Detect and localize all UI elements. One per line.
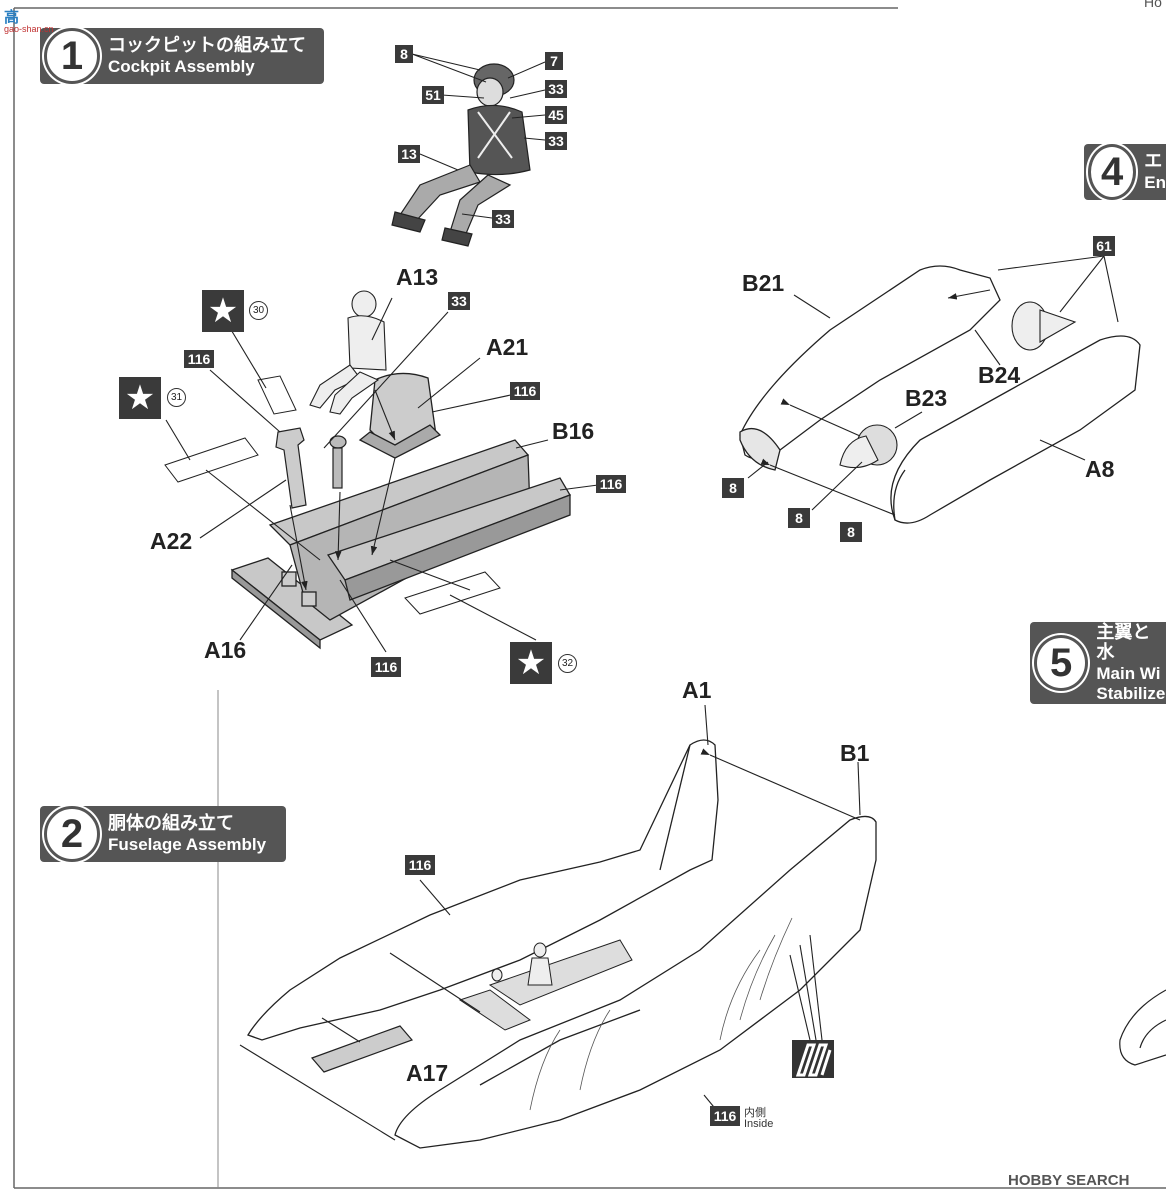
step-title-jp: 胴体の組み立て [108, 812, 234, 834]
part-label-a17: A17 [406, 1060, 449, 1086]
decal-number: 30 [249, 301, 268, 320]
step-number: 4 [1088, 144, 1137, 200]
step-number: 1 [44, 28, 100, 84]
part-label-a8: A8 [1085, 456, 1115, 482]
installed-cockpit [458, 939, 633, 1031]
step-4-header: 4 エ En [1084, 144, 1166, 200]
fuselage-left-half [247, 739, 719, 1041]
step-title-jp: コックピットの組み立て [108, 34, 306, 56]
seat [358, 372, 442, 459]
paint-code: 51 [422, 86, 444, 104]
paint-code: 33 [448, 292, 470, 310]
part-label-a13: A13 [396, 264, 439, 290]
intake-fan [839, 301, 1077, 469]
inside-note-jp: 内側 [744, 1106, 766, 1119]
part-a17 [310, 1025, 414, 1073]
fuselage-right-half [394, 815, 877, 1149]
cockpit-tub [230, 439, 571, 650]
step-title-en-2: Stabilize [1096, 683, 1166, 703]
engine-nacelle-upper [739, 265, 1001, 471]
control-stick [329, 435, 347, 489]
paint-code: 13 [398, 145, 420, 163]
part-label-b21: B21 [742, 270, 785, 296]
paint-code: 8 [395, 45, 413, 63]
paint-code: 8 [788, 508, 810, 528]
step-title-en: Cockpit Assembly [108, 56, 255, 76]
part-label-b24: B24 [978, 362, 1021, 388]
paint-code: 33 [545, 132, 567, 150]
part-label-a1: A1 [682, 677, 712, 703]
step-5-header: 5 主翼と水 Main Wi Stabilize [1030, 622, 1166, 704]
part-label-a21: A21 [486, 334, 529, 360]
part-label-b16: B16 [552, 418, 595, 444]
decal-panels [164, 375, 501, 615]
pilot-figure [391, 63, 531, 247]
watermark-top-url: gao-shan.cn [4, 24, 54, 34]
step-title-jp: 主翼と水 [1096, 621, 1151, 664]
paint-code: 8 [840, 522, 862, 542]
paint-code: 8 [722, 478, 744, 498]
paint-code: 33 [492, 210, 514, 228]
part-label-a16: A16 [204, 637, 247, 663]
part-label-a22: A22 [150, 528, 193, 554]
part-label-b1: B1 [840, 740, 870, 766]
paint-code: 116 [596, 475, 626, 493]
step-title-en: Main Wi [1096, 664, 1161, 684]
decal-star-icon: ★ [202, 290, 244, 332]
fuselage-panel-lines [529, 917, 793, 1111]
watermark-bottom-logo: HOBBY SEARCH [1008, 1172, 1130, 1189]
step-number: 2 [44, 806, 100, 862]
paint-code: 116 [184, 350, 214, 368]
decal-star-icon: ★ [510, 642, 552, 684]
step-number: 5 [1034, 635, 1089, 691]
step-title-en: En [1144, 172, 1166, 192]
paint-code: 116 [510, 382, 540, 400]
camo-pattern-icon [792, 1040, 834, 1078]
paint-code: 116 [405, 855, 435, 875]
part-a22 [275, 427, 307, 509]
paint-code: 116 [371, 657, 401, 677]
decal-number: 31 [167, 388, 186, 407]
watermark-top-logo: 高 [4, 8, 20, 26]
decal-number: 32 [558, 654, 577, 673]
step-title-jp: エ [1144, 150, 1163, 172]
decal-star-icon: ★ [119, 377, 161, 419]
page-corner-text: Ho [1144, 0, 1162, 10]
step-2-header: 2 胴体の組み立て Fuselage Assembly [40, 806, 286, 862]
paint-code: 116 [710, 1106, 740, 1126]
paint-code: 61 [1093, 236, 1115, 256]
paint-code: 7 [545, 52, 563, 70]
paint-code: 33 [545, 80, 567, 98]
step-1-header: 1 コックピットの組み立て Cockpit Assembly [40, 28, 324, 84]
step-title-en: Fuselage Assembly [108, 834, 267, 854]
paint-code: 45 [545, 106, 567, 124]
part-label-b23: B23 [905, 385, 948, 411]
inside-note-en: Inside [744, 1118, 774, 1130]
